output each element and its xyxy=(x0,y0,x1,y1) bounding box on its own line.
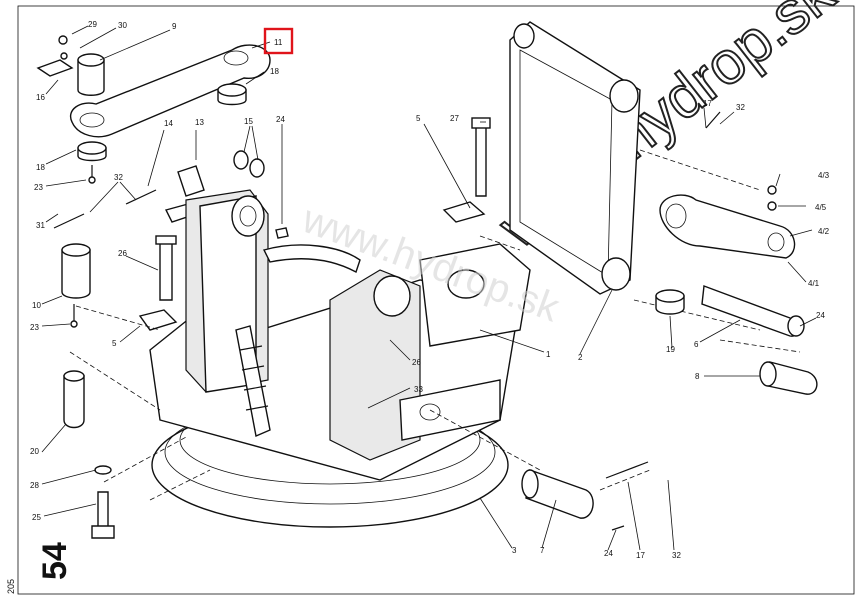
callout-4-3: 4/3 xyxy=(818,171,830,180)
callout-2: 2 xyxy=(578,353,583,362)
callout-14: 14 xyxy=(164,119,173,128)
callout-23-bottom: 23 xyxy=(30,323,39,332)
callout-7: 7 xyxy=(540,546,545,555)
callout-25: 25 xyxy=(32,513,41,522)
callout-26-left: 26 xyxy=(118,249,127,258)
pivot-arm-and-pins xyxy=(521,111,818,531)
callout-33: 33 xyxy=(414,385,423,394)
callout-labels: 29 30 9 11 16 18 18 23 14 13 15 24 5 27 … xyxy=(30,20,830,560)
callout-27: 27 xyxy=(450,114,459,123)
page-frame xyxy=(17,5,855,595)
boom-bracket xyxy=(442,21,641,295)
callout-24-bottom: 24 xyxy=(604,549,613,558)
callout-9: 9 xyxy=(172,22,177,31)
callout-18-top: 18 xyxy=(270,67,279,76)
callout-4-1: 4/1 xyxy=(808,279,820,288)
callout-3: 3 xyxy=(512,546,517,555)
callout-19: 19 xyxy=(666,345,675,354)
callout-32-top: 32 xyxy=(736,103,745,112)
link-plate-assembly xyxy=(36,35,271,184)
callout-26-center: 26 xyxy=(412,358,421,367)
callout-10: 10 xyxy=(32,301,41,310)
callout-5-left: 5 xyxy=(112,339,117,348)
callout-5-top: 5 xyxy=(416,114,421,123)
callout-20: 20 xyxy=(30,447,39,456)
callout-32-bottom: 32 xyxy=(672,551,681,560)
callout-18-bottom: 18 xyxy=(36,163,45,172)
callout-16: 16 xyxy=(36,93,45,102)
page-number: 205 xyxy=(6,579,16,594)
callout-32-left: 32 xyxy=(114,173,123,182)
swing-frame xyxy=(149,189,531,528)
left-pins xyxy=(53,150,289,539)
figure-number: 54 xyxy=(36,542,74,580)
callout-23-top: 23 xyxy=(34,183,43,192)
callout-11: 11 xyxy=(274,38,283,47)
callout-4-2: 4/2 xyxy=(818,227,830,236)
callout-1: 1 xyxy=(546,350,551,359)
callout-24-top: 24 xyxy=(276,115,285,124)
callout-4-5: 4/5 xyxy=(815,203,827,212)
callout-30: 30 xyxy=(118,21,127,30)
page-number-text: 205 xyxy=(6,579,16,594)
callout-8: 8 xyxy=(695,372,700,381)
leader-lines xyxy=(41,25,817,551)
callout-31: 31 xyxy=(36,221,45,230)
callout-28: 28 xyxy=(30,481,39,490)
callout-15: 15 xyxy=(244,117,253,126)
callout-17-bottom: 17 xyxy=(636,551,645,560)
figure-number-text: 54 xyxy=(36,542,74,580)
callout-11-highlight xyxy=(263,27,294,55)
callout-29: 29 xyxy=(88,20,97,29)
callout-17-top: 17 xyxy=(703,99,712,108)
callout-13: 13 xyxy=(195,118,204,127)
callout-6: 6 xyxy=(694,340,699,349)
explosion-lines xyxy=(69,149,801,501)
callout-24-right: 24 xyxy=(816,311,825,320)
